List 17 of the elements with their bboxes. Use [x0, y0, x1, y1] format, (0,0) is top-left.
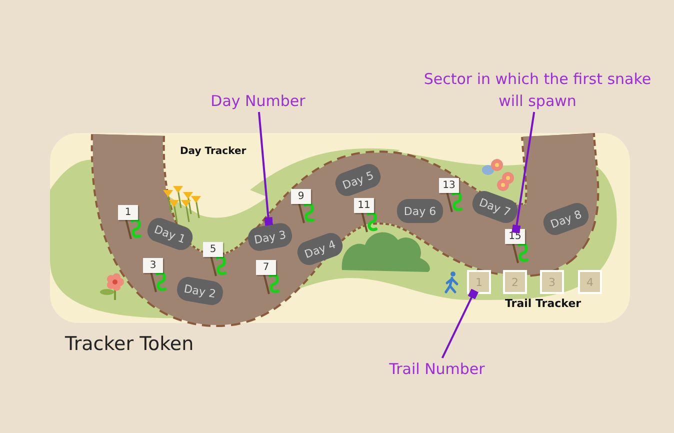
- sign-number: 5: [203, 242, 223, 257]
- sign-number: 9: [291, 189, 311, 204]
- footprint-marker: Day 6: [397, 199, 443, 223]
- leader-line: [512, 112, 536, 234]
- component-title: Tracker Token: [65, 333, 194, 355]
- sign-number: 1: [118, 205, 138, 220]
- callout-text: Day Number: [198, 90, 318, 112]
- callout-text: Sector in which the first snake will spawn: [420, 68, 655, 112]
- sign-number: 3: [143, 258, 163, 273]
- sign-number: 11: [354, 198, 374, 213]
- callout-text: Trail Number: [382, 358, 492, 380]
- area-label: Day Tracker: [180, 146, 246, 157]
- area-label: Trail Tracker: [505, 297, 582, 310]
- sign-number: 13: [439, 178, 459, 193]
- leader-line: [258, 112, 273, 226]
- sign-number: 7: [256, 260, 276, 275]
- leader-line: [441, 288, 479, 358]
